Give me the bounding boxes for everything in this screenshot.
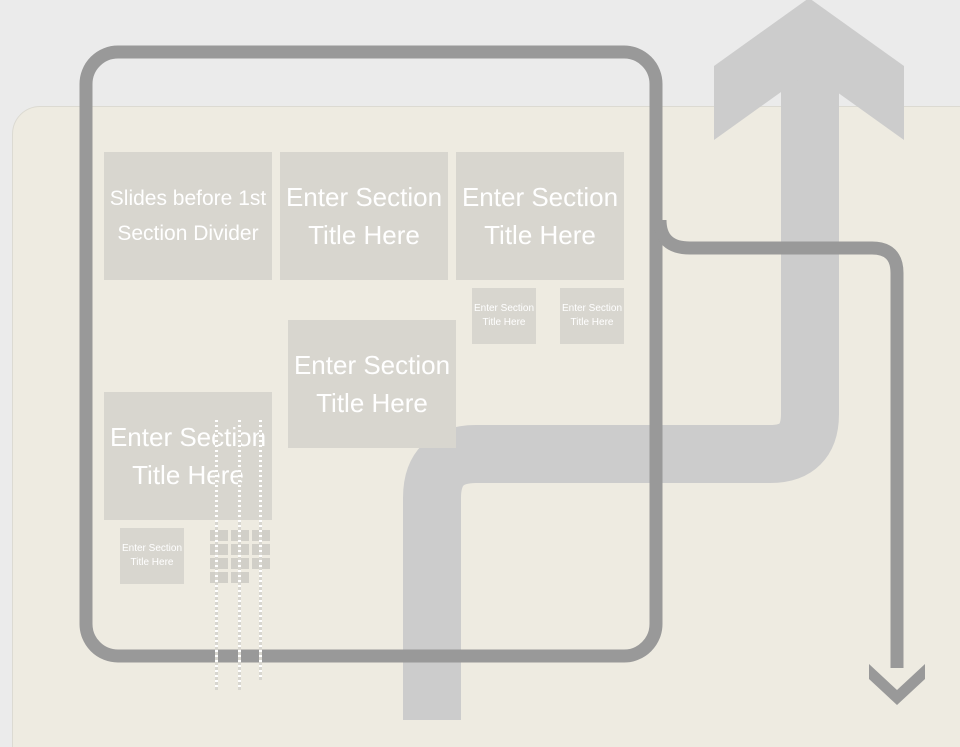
section-box-2[interactable]: Enter Section Title Here <box>456 152 624 280</box>
section-label: Enter Section Title Here <box>285 182 443 250</box>
loop-outline <box>79 45 663 663</box>
section-label: Slides before 1st Section Divider <box>109 187 267 245</box>
text-column <box>238 420 241 690</box>
section-label: Enter Section Title Here <box>473 303 535 328</box>
diagram-canvas: Slides before 1st Section Divider Enter … <box>12 0 960 747</box>
slide-thumbnail[interactable] <box>210 558 228 569</box>
section-label: Enter Section Title Here <box>561 303 623 328</box>
slide-thumbnail[interactable] <box>210 544 228 555</box>
section-box-1[interactable]: Enter Section Title Here <box>280 152 448 280</box>
down-arrow-icon <box>869 664 925 705</box>
down-arrow-path <box>653 219 904 668</box>
section-label: Enter Section Title Here <box>461 182 619 250</box>
text-column <box>215 420 218 690</box>
up-arrow-icon <box>714 0 904 140</box>
flow-graphics <box>79 0 925 720</box>
section-box-3[interactable]: Enter Section Title Here <box>288 320 456 448</box>
sub-section-box-2b[interactable]: Enter Section Title Here <box>560 288 624 344</box>
section-label: Enter Section Title Here <box>121 543 183 568</box>
text-column <box>259 420 262 680</box>
section-box-4[interactable]: Enter Section Title Here <box>104 392 272 520</box>
section-label: Enter Section Title Here <box>109 422 267 490</box>
sub-section-box-2a[interactable]: Enter Section Title Here <box>472 288 536 344</box>
slide-thumbnail[interactable] <box>210 572 228 583</box>
up-arrow-path <box>403 70 839 720</box>
section-label: Enter Section Title Here <box>293 350 451 418</box>
sub-section-box-4a[interactable]: Enter Section Title Here <box>120 528 184 584</box>
section-box-before-first[interactable]: Slides before 1st Section Divider <box>104 152 272 280</box>
slide-thumbnail[interactable] <box>210 530 228 541</box>
